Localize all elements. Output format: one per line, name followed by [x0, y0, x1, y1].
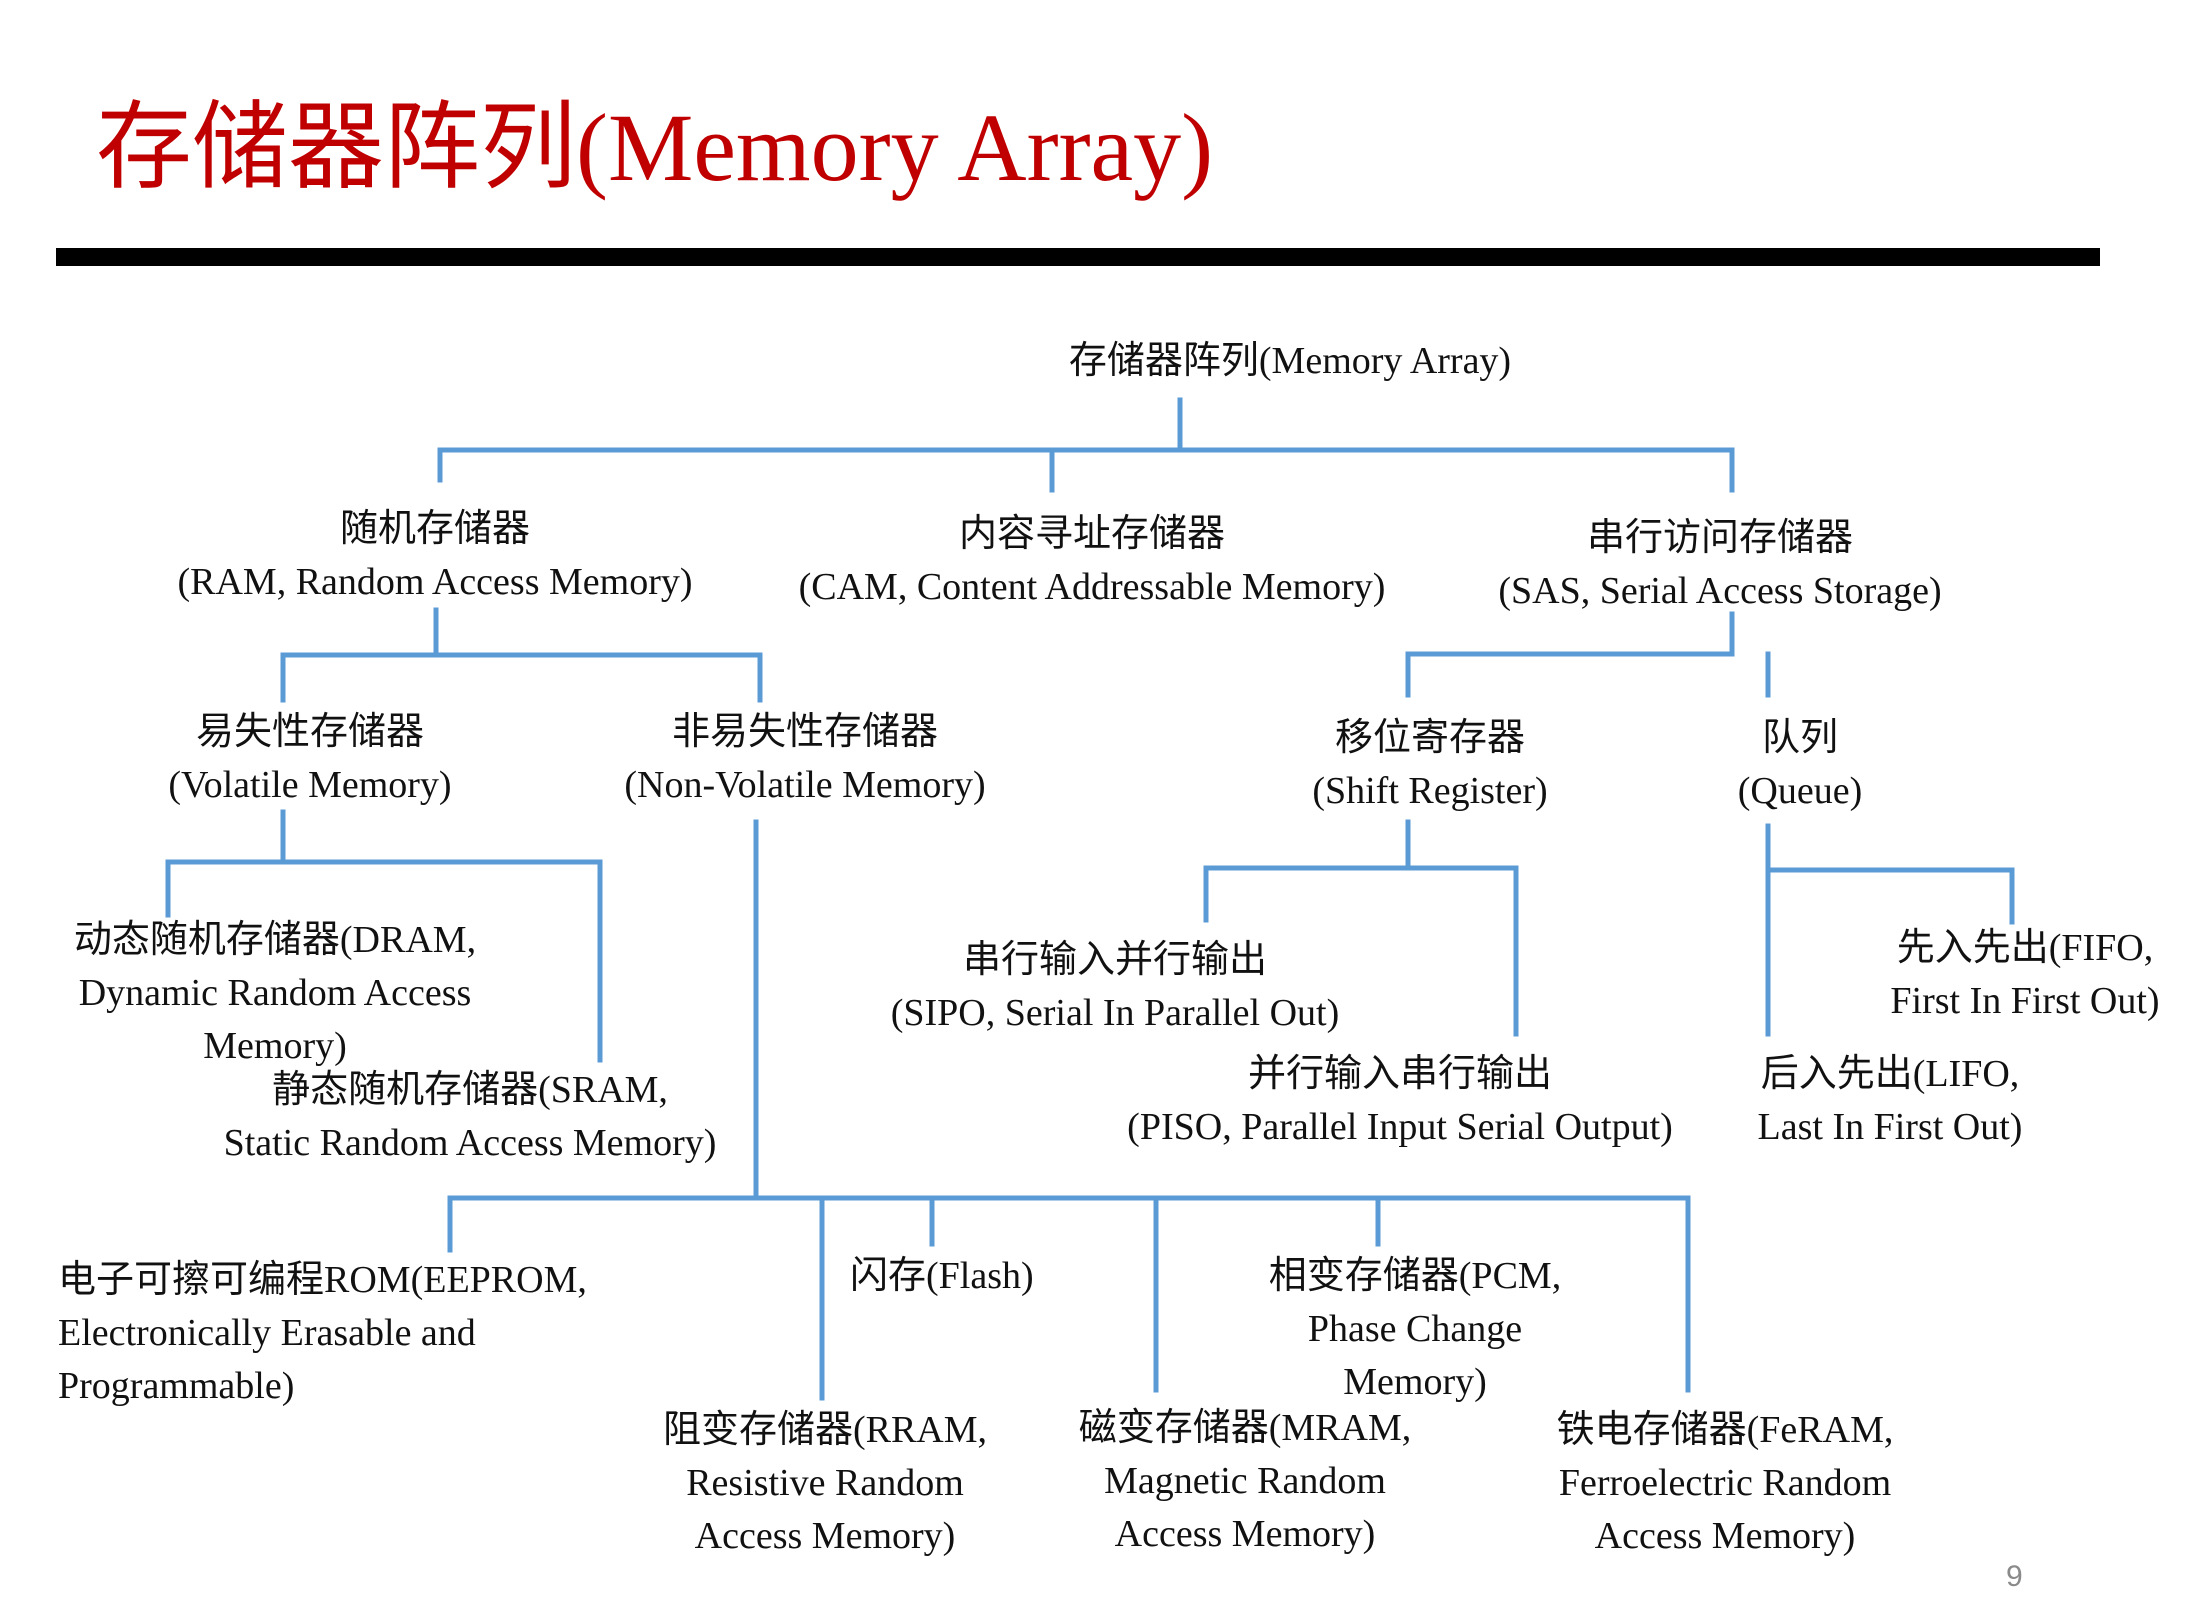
node-label-line: Magnetic Random [1104, 1460, 1386, 1502]
node-nonvolatile: 非易失性存储器 (Non-Volatile Memory) [580, 706, 1030, 812]
node-ram: 随机存储器 (RAM, Random Access Memory) [120, 503, 750, 609]
node-label-line: Phase Change [1307, 1308, 1523, 1350]
page-number: 9 [2006, 1560, 2023, 1593]
node-shift-register: 移位寄存器 (Shift Register) [1270, 712, 1590, 818]
node-sram: 静态随机存储器(SRAM, Static Random Access Memory… [175, 1064, 765, 1170]
node-label-line: Dynamic Random Access [78, 972, 472, 1014]
node-label-line: 闪存(Flash) [850, 1255, 1034, 1297]
node-label-line: 内容寻址存储器 [958, 513, 1225, 555]
node-label-line: (SAS, Serial Access Storage) [1498, 570, 1942, 612]
node-label-line: 易失性存储器 [195, 711, 424, 753]
node-label-line: Electronically Erasable and [58, 1312, 476, 1354]
node-flash: 闪存(Flash) [850, 1250, 1100, 1303]
node-label-line: Access Memory) [1114, 1513, 1376, 1555]
node-label-line: 并行输入串行输出 [1247, 1053, 1552, 1095]
node-label-line: 静态随机存储器(SRAM, [272, 1069, 668, 1111]
node-label-line: 先入先出(FIFO, [1896, 927, 2154, 969]
node-label-line: 相变存储器(PCM, [1268, 1255, 1562, 1297]
node-lifo: 后入先出(LIFO, Last In First Out) [1720, 1048, 2060, 1154]
node-label-line: (PISO, Parallel Input Serial Output) [1127, 1106, 1673, 1148]
node-label-line: 后入先出(LIFO, [1760, 1053, 2020, 1095]
node-sas: 串行访问存储器 (SAS, Serial Access Storage) [1440, 512, 2000, 618]
node-label-line: Memory) [203, 1025, 347, 1067]
node-fifo: 先入先出(FIFO, First In First Out) [1855, 922, 2194, 1028]
node-label-line: (Queue) [1737, 770, 1863, 812]
node-label-line: Static Random Access Memory) [223, 1122, 717, 1164]
node-cam: 内容寻址存储器 (CAM, Content Addressable Memory) [742, 508, 1442, 614]
node-label-line: 非易失性存储器 [671, 711, 938, 753]
slide-title: 存储器阵列(Memory Array) [96, 94, 1214, 201]
node-label-line: 移位寄存器 [1334, 717, 1525, 759]
node-label-line: (RAM, Random Access Memory) [177, 561, 693, 603]
node-label-line: 动态随机存储器(DRAM, [73, 919, 477, 961]
node-label-line: 磁变存储器(MRAM, [1078, 1407, 1412, 1449]
node-label-line: Last In First Out) [1757, 1106, 2023, 1148]
node-label-line: Resistive Random [686, 1462, 964, 1504]
node-label-line: (Non-Volatile Memory) [624, 764, 986, 806]
node-volatile: 易失性存储器 (Volatile Memory) [120, 706, 500, 812]
node-label-line: 队列 [1761, 717, 1838, 759]
node-label-line: Ferroelectric Random [1558, 1462, 1892, 1504]
node-queue: 队列 (Queue) [1700, 712, 1900, 818]
node-label-line: (CAM, Content Addressable Memory) [798, 566, 1386, 608]
node-label-line: 串行访问存储器 [1586, 517, 1853, 559]
node-label-line: 电子可擦可编程ROM(EEPROM, [58, 1259, 587, 1301]
node-piso: 并行输入串行输出 (PISO, Parallel Input Serial Out… [1060, 1048, 1740, 1154]
node-label-line: 存储器阵列(Memory Array) [1068, 340, 1512, 382]
node-label-line: 铁电存储器(FeRAM, [1556, 1409, 1894, 1451]
title-rule [56, 248, 2100, 266]
node-label-line: Memory) [1343, 1361, 1487, 1403]
node-memory-array: 存储器阵列(Memory Array) [1010, 335, 1570, 388]
node-label-line: (SIPO, Serial In Parallel Out) [890, 992, 1340, 1034]
node-label-line: First In First Out) [1890, 980, 2160, 1022]
node-label-line: Programmable) [58, 1365, 295, 1407]
node-label-line: (Shift Register) [1312, 770, 1548, 812]
node-label-line: Access Memory) [1594, 1515, 1856, 1557]
node-eeprom: 电子可擦可编程ROM(EEPROM, Electronically Erasabl… [58, 1254, 698, 1413]
node-label-line: 随机存储器 [339, 508, 530, 550]
node-sipo: 串行输入并行输出 (SIPO, Serial In Parallel Out) [840, 934, 1390, 1040]
node-label-line: (Volatile Memory) [168, 764, 452, 806]
node-label-line: Access Memory) [694, 1515, 956, 1557]
node-label-line: 串行输入并行输出 [962, 939, 1267, 981]
node-label-line: 阻变存储器(RRAM, [662, 1409, 988, 1451]
